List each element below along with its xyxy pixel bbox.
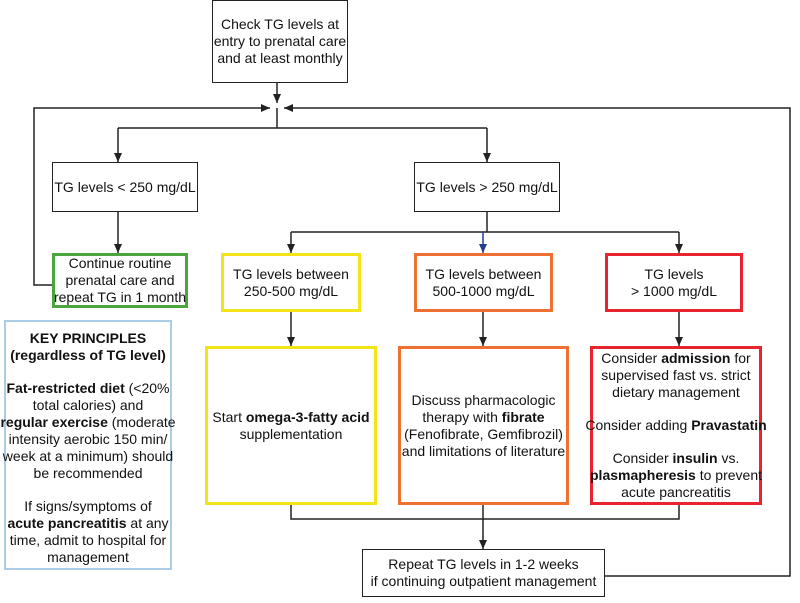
tg-over-250-box: TG levels > 250 mg/dL: [414, 162, 560, 212]
tg-over-250-label: TG levels > 250 mg/dL: [416, 178, 558, 195]
omega3-line-2: supplementation: [239, 425, 343, 442]
tg-250-500-box: TG levels between 250-500 mg/dL: [221, 253, 361, 312]
tg-500-1000-line-2: 500-1000 mg/dL: [432, 282, 535, 299]
check-tg-line-2: entry to prenatal care: [213, 33, 347, 49]
omega3-line-1: Start omega-3-fatty acid: [212, 408, 370, 425]
omega3-bold: omega-3-fatty acid: [245, 408, 370, 425]
key-principles-title-line-2: (regardless of TG level): [10, 347, 166, 363]
key-principles-title-line-1: KEY PRINCIPLES: [29, 330, 147, 346]
admission-paragraph-1: Consider admission for supervised fast v…: [601, 350, 751, 400]
fibrate-bold: fibrate: [501, 408, 545, 425]
tg-250-500-line-2: 250-500 mg/dL: [243, 282, 339, 299]
tg-over-1000-box: TG levels > 1000 mg/dL: [605, 253, 743, 312]
fibrate-line-4: and limitations of literature: [401, 442, 566, 459]
fat-restricted-diet-bold: Fat-restricted diet: [6, 380, 125, 396]
admission-box: Consider admission for supervised fast v…: [585, 346, 767, 505]
key-principles-pancreatitis: If signs/symptoms of acute pancreatitis …: [7, 498, 169, 565]
check-tg-levels-box: Check TG levels at entry to prenatal car…: [212, 0, 348, 83]
connector-continue-loop-back: [33, 104, 270, 286]
admission-bold: admission: [661, 350, 731, 366]
repeat-tg-line-2: if continuing outpatient management: [370, 573, 597, 589]
continue-routine-line-1: Continue routine: [68, 255, 172, 271]
pravastatin-bold: Pravastatin: [691, 417, 767, 433]
repeat-tg-box: Repeat TG levels in 1-2 weeks if continu…: [362, 549, 605, 597]
tg-500-1000-box: TG levels between 500-1000 mg/dL: [414, 253, 553, 312]
omega3-box: Start omega-3-fatty acid supplementation: [205, 346, 377, 505]
repeat-tg-line-1: Repeat TG levels in 1-2 weeks: [388, 556, 579, 572]
key-principles-title: KEY PRINCIPLES (regardless of TG level): [10, 330, 166, 364]
fibrate-line-1: Discuss pharmacologic: [411, 391, 556, 408]
tg-under-250-label: TG levels < 250 mg/dL: [54, 178, 196, 195]
tg-500-1000-line-1: TG levels between: [425, 265, 542, 282]
check-tg-line-1: Check TG levels at: [220, 16, 339, 32]
fibrate-box: Discuss pharmacologic therapy with fibra…: [398, 346, 569, 505]
continue-routine-box: Continue routine prenatal care and repea…: [52, 253, 188, 308]
tg-over-1000-line-1: TG levels: [644, 265, 704, 282]
key-principles-box: KEY PRINCIPLES (regardless of TG level) …: [0, 320, 176, 570]
insulin-bold: insulin: [672, 450, 718, 466]
tg-250-500-line-1: TG levels between: [233, 265, 349, 282]
continue-routine-line-2: prenatal care and: [65, 272, 175, 288]
tg-under-250-box: TG levels < 250 mg/dL: [52, 162, 198, 212]
continue-routine-line-3: repeat TG in 1 month: [53, 289, 187, 305]
connector-repeat-loop-back: [284, 104, 791, 577]
connector-merge-bottom: [290, 505, 680, 520]
regular-exercise-bold: regular exercise: [0, 414, 108, 430]
admission-paragraph-2: Consider adding Pravastatin: [585, 417, 767, 433]
fibrate-line-3: (Fenofibrate, Gemfibrozil): [404, 425, 563, 442]
check-tg-line-3: and at least monthly: [217, 50, 343, 66]
tg-over-1000-line-2: > 1000 mg/dL: [630, 282, 717, 299]
key-principles-diet-exercise: Fat-restricted diet (<20% total calories…: [0, 380, 176, 481]
admission-paragraph-3: Consider insulin vs. plasmapheresis to p…: [590, 450, 762, 500]
fibrate-line-2: therapy with fibrate: [422, 408, 545, 425]
plasmapheresis-bold: plasmapheresis: [590, 467, 696, 483]
acute-pancreatitis-bold: acute pancreatitis: [7, 515, 127, 531]
